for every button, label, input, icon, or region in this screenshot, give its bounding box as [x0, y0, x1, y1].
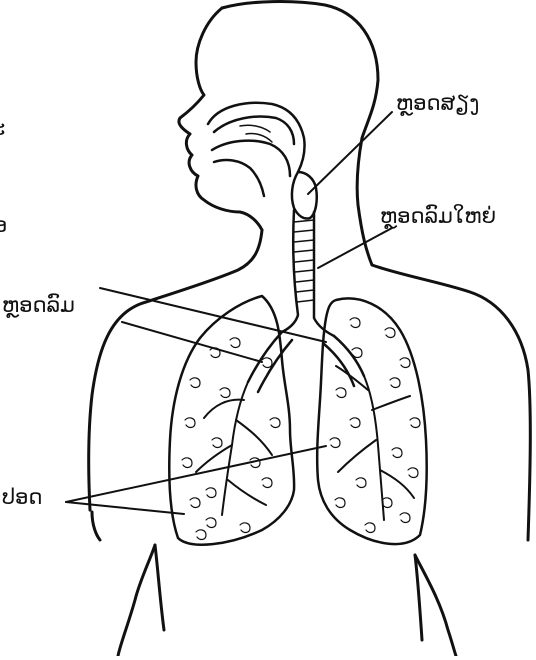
lungs-label: ປອດ [2, 487, 42, 508]
lungs-leader-line-1 [66, 446, 326, 502]
trachea-label: ຫຼອດລົມໃຫຍ່ [380, 206, 496, 227]
cropped-text-fragment: ະ [0, 118, 5, 139]
bronchi-leader-line-2 [122, 322, 262, 362]
bronchi-leader-line-1 [100, 288, 326, 342]
trachea-rings [294, 220, 314, 302]
right-lung-branches [336, 366, 414, 520]
lungs-leader-line-2 [66, 502, 184, 514]
trachea-leader-line [318, 228, 392, 268]
larynx-label: ຫຼອດສຽງ [396, 93, 479, 114]
nasal-oral-cavity [208, 103, 305, 196]
left-lung-texture [182, 338, 280, 540]
right-bronchus [324, 336, 364, 386]
cropped-text-fragment: ອ [0, 215, 7, 236]
larynx-leader-line [308, 112, 392, 194]
left-lung [169, 296, 294, 545]
bronchi-label: ຫຼອດລົມ [2, 295, 75, 316]
